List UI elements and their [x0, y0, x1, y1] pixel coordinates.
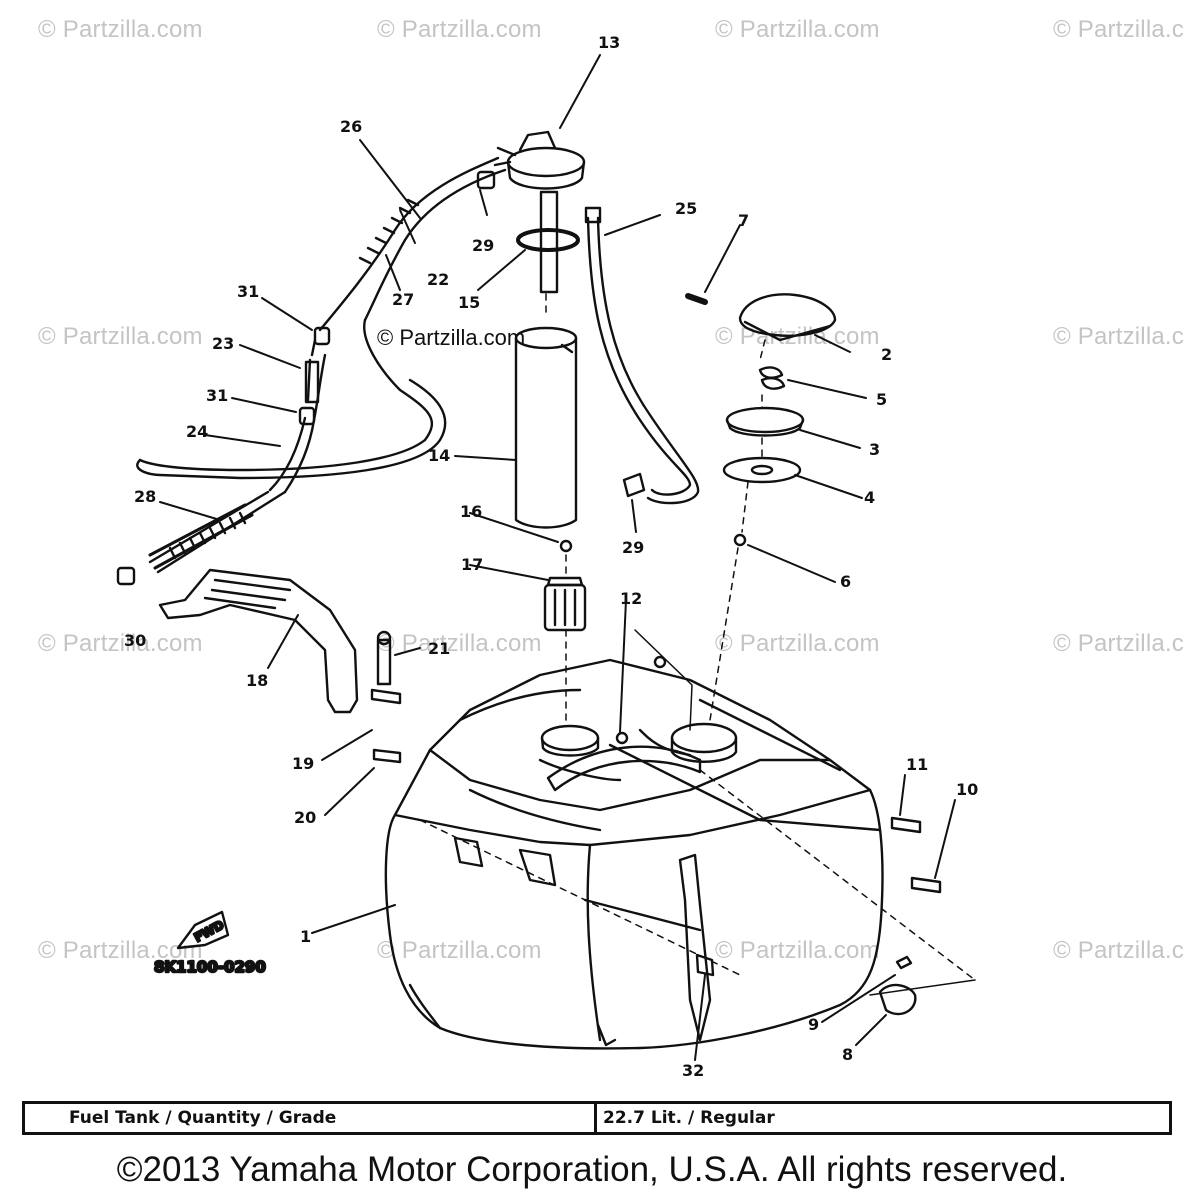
callout-32: 32	[682, 1061, 704, 1080]
spec-value: 22.7 Lit. / Regular	[603, 1108, 775, 1128]
fwd-label: FWD	[192, 918, 226, 945]
callout-15: 15	[458, 293, 480, 312]
callout-5: 5	[876, 390, 887, 409]
fwd-arrow: FWD	[176, 910, 230, 950]
callout-27: 27	[392, 290, 414, 309]
breather-hose	[584, 206, 700, 505]
tank-bracket	[158, 568, 402, 764]
callout-numbers: 13 26 29 22 25 7 15 2 31 27 5 23 3 31 14…	[124, 33, 978, 1080]
callout-22: 22	[427, 270, 449, 289]
callout-21: 21	[428, 639, 450, 658]
fuel-sender-assembly	[493, 130, 587, 723]
callout-29: 29	[622, 538, 644, 557]
hardware	[615, 629, 942, 1016]
watermark: © Partzilla.com	[38, 937, 203, 964]
watermark: © Partzilla.com	[715, 16, 880, 43]
spec-table: Fuel Tank / Quantity / Grade 22.7 Lit. /…	[22, 1101, 1172, 1135]
callout-18: 18	[246, 671, 268, 690]
watermark: © Partzilla.com	[38, 16, 203, 43]
watermark: © Partzilla.com	[377, 937, 542, 964]
callout-26: 26	[340, 117, 362, 136]
watermark: © Partzilla.com	[38, 630, 203, 657]
callout-13: 13	[598, 33, 620, 52]
callout-8: 8	[842, 1045, 853, 1064]
callout-1: 1	[300, 927, 311, 946]
callout-7: 7	[738, 211, 749, 230]
center-watermark: © Partzilla.com	[377, 325, 526, 350]
callout-25: 25	[675, 199, 697, 218]
watermark: © Partzilla.com	[715, 937, 880, 964]
diagram-code: 8K1100-0290	[154, 958, 266, 976]
callout-30-left: 30	[124, 631, 146, 650]
callout-11: 11	[906, 755, 928, 774]
callout-17: 17	[461, 555, 483, 574]
callout-14: 14	[428, 446, 450, 465]
fuel-tank-body	[384, 658, 976, 1050]
leader-lines	[159, 54, 956, 1061]
spec-label: Fuel Tank / Quantity / Grade	[25, 1104, 597, 1132]
callout-30: 29	[472, 236, 494, 255]
callout-28: 28	[134, 487, 156, 506]
fuel-cap-assembly	[685, 293, 837, 721]
watermark: © Partzilla.com	[1053, 937, 1184, 964]
callout-10: 10	[956, 780, 978, 799]
watermark: © Partzilla.com	[1053, 630, 1184, 657]
callout-4: 4	[864, 488, 875, 507]
callout-3: 3	[869, 440, 880, 459]
watermark: © Partzilla.com	[38, 323, 203, 350]
fuel-lines	[116, 156, 507, 586]
watermark: © Partzilla.com	[1053, 16, 1184, 43]
callout-23: 23	[212, 334, 234, 353]
callout-9: 9	[808, 1015, 819, 1034]
callout-31-mid: 31	[206, 386, 228, 405]
callout-19: 19	[292, 754, 314, 773]
callout-20: 20	[294, 808, 316, 827]
watermark: © Partzilla.com	[715, 630, 880, 657]
callout-6: 6	[840, 572, 851, 591]
callout-16: 16	[460, 502, 482, 521]
callout-31-top: 31	[237, 282, 259, 301]
watermark: © Partzilla.com	[1053, 323, 1184, 350]
copyright-notice: ©2013 Yamaha Motor Corporation, U.S.A. A…	[116, 1150, 1068, 1189]
callout-24: 24	[186, 422, 208, 441]
callout-2: 2	[881, 345, 892, 364]
callout-12: 12	[620, 589, 642, 608]
watermark: © Partzilla.com	[377, 16, 542, 43]
